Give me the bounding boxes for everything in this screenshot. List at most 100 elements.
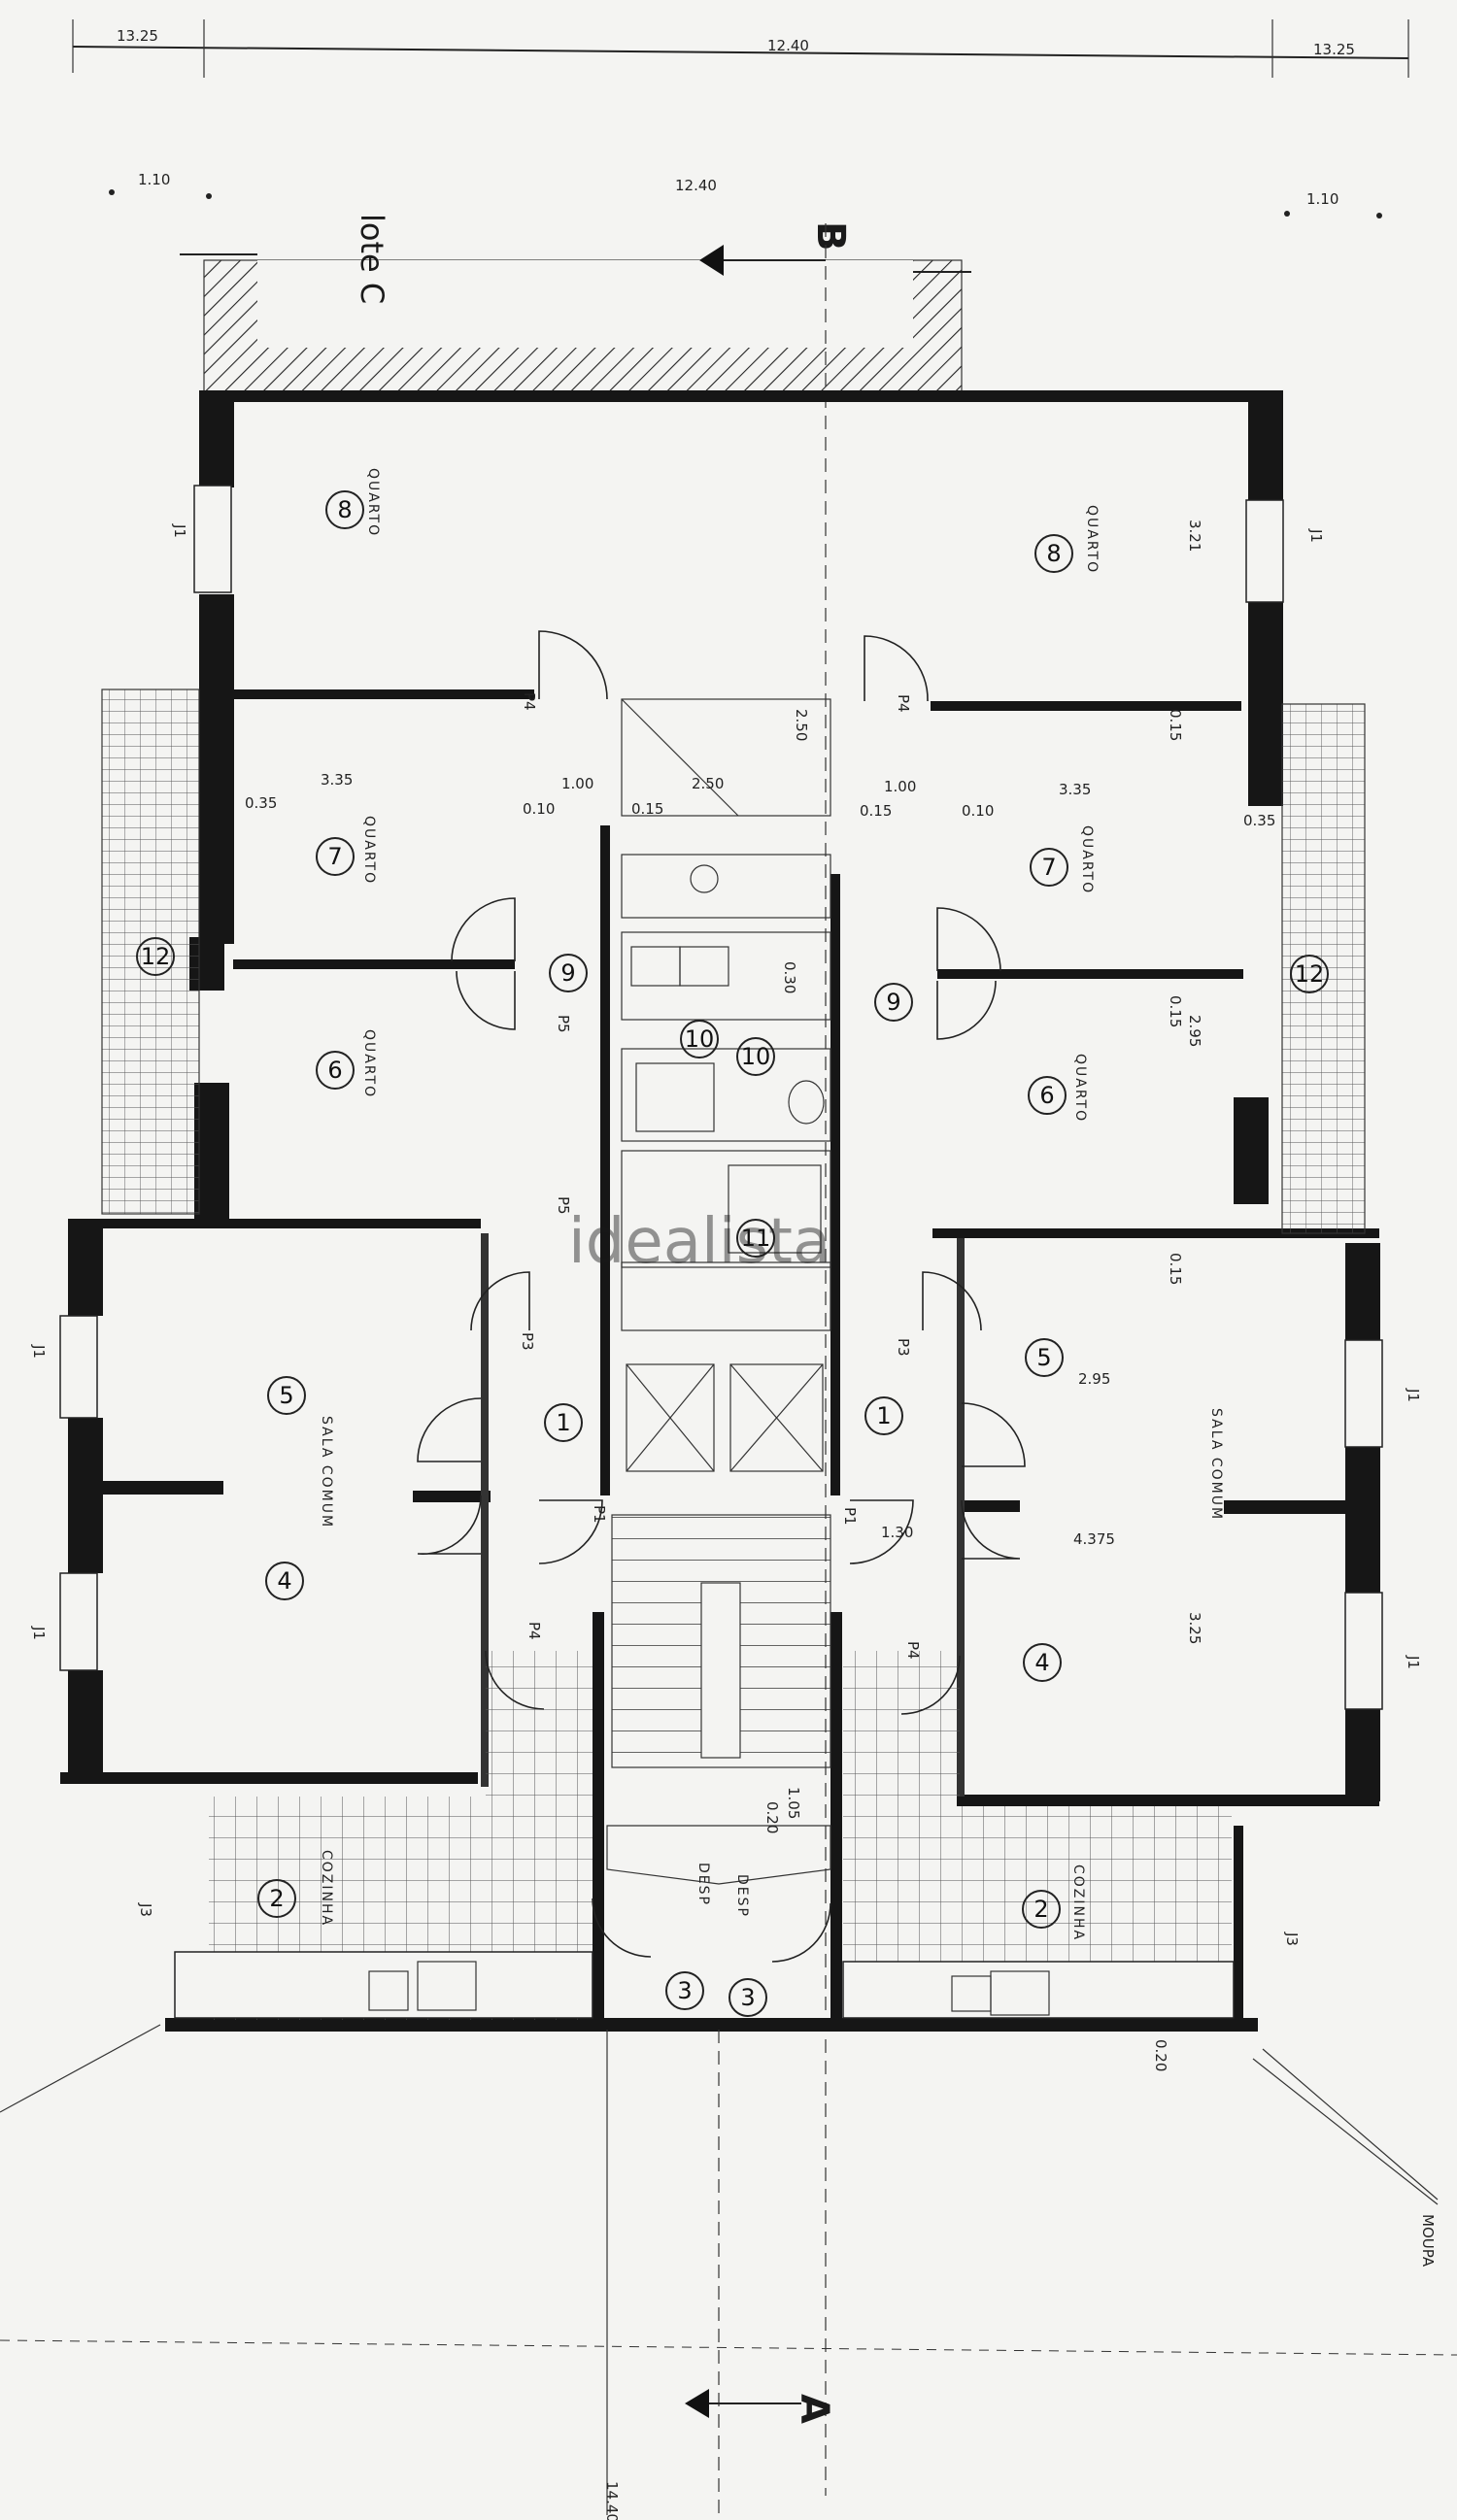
section-b-label: B [808,221,853,252]
room-marker-9-left: 9 [549,954,588,992]
room-marker-5-left: 5 [267,1376,306,1415]
svg-text:2: 2 [269,1885,284,1912]
room-marker-5-right: 5 [1025,1338,1064,1377]
room-marker-1-right: 1 [864,1396,903,1435]
svg-text:8: 8 [337,496,352,523]
svg-text:12: 12 [141,943,171,970]
svg-text:3.25: 3.25 [1186,1612,1203,1644]
label-sala-left: SALA COMUM [319,1416,334,1529]
svg-text:6: 6 [1039,1082,1054,1109]
section-marker-b: B [699,221,853,2496]
svg-text:J1: J1 [171,523,188,538]
svg-text:9: 9 [886,989,900,1016]
svg-text:0.15: 0.15 [860,802,892,820]
svg-text:P4: P4 [525,1622,543,1640]
room-marker-7-right: 7 [1030,848,1068,887]
svg-text:J1: J1 [30,1626,48,1640]
svg-text:5: 5 [1036,1344,1051,1371]
svg-text:0.30: 0.30 [781,961,798,993]
svg-text:P1: P1 [591,1505,608,1524]
interior-dimensions: 3.35 3.35 1.00 1.00 0.10 0.10 0.15 0.15 … [245,520,1275,2071]
section-a-label: A [792,2394,836,2424]
dim-second-mid: 12.40 [675,177,717,194]
svg-text:0.15: 0.15 [1167,709,1184,741]
opening-tags: P4 P4 P5 P5 P3 P3 P1 P1 P4 P4 J1 J1 J1 J… [30,523,1422,1946]
room-marker-12-right: 12 [1290,955,1329,993]
stairs [606,1514,831,1885]
room-marker-8-left: 8 [325,490,364,529]
label-cozinha-right: COZINHA [1070,1865,1086,1941]
svg-text:7: 7 [1041,854,1056,881]
svg-text:10: 10 [685,1025,715,1053]
label-desp-right: DESP [734,1874,750,1918]
svg-text:8: 8 [1046,540,1061,567]
svg-text:J3: J3 [1283,1932,1301,1946]
room-marker-3-left: 3 [665,1971,704,2010]
room-marker-4-right: 4 [1023,1643,1062,1682]
svg-text:3: 3 [677,1977,692,2004]
dim-top-mid: 12.40 [767,37,809,54]
room-marker-6-right: 6 [1028,1076,1067,1115]
section-marker-a: A 14.40 [603,2389,836,2520]
svg-text:4.375: 4.375 [1073,1530,1115,1548]
svg-text:12: 12 [1295,960,1325,988]
room-marker-12-left: 12 [136,937,175,976]
room-marker-11: 11 [736,1219,775,1258]
svg-text:0.15: 0.15 [631,800,663,818]
kitchen-right [842,1651,1235,2019]
svg-text:9: 9 [560,959,575,987]
svg-text:J3: J3 [137,1902,154,1917]
svg-text:6: 6 [327,1057,342,1084]
svg-text:3: 3 [740,1984,755,2011]
svg-text:J1: J1 [30,1344,48,1359]
interior-walls [97,689,1345,2020]
svg-text:0.10: 0.10 [523,800,555,818]
svg-text:P4: P4 [895,694,912,713]
kitchen-left [174,1651,593,2020]
room-marker-3-right: 3 [728,1978,767,2017]
svg-text:0.20: 0.20 [1152,2039,1169,2071]
service-core [621,698,831,1472]
room-marker-4-left: 4 [265,1562,304,1600]
label-quarto-6-right: QUARTO [1072,1054,1088,1123]
svg-text:0.10: 0.10 [962,802,994,820]
label-quarto-7-right: QUARTO [1079,825,1095,894]
side-tag: MOUPA [1419,2214,1437,2268]
svg-text:J1: J1 [1307,528,1325,543]
room-marker-8-right: 8 [1034,534,1073,573]
room-marker-10-left: 10 [680,1020,719,1058]
top-dimension-line: 13.25 12.40 13.25 1.10 12.40 1.10 [72,19,1409,218]
svg-text:P3: P3 [895,1338,912,1357]
room-name-labels: QUARTO QUARTO QUARTO QUARTO QUARTO QUART… [319,468,1224,1941]
svg-text:2.50: 2.50 [692,775,724,792]
window-jambs [59,485,1383,1710]
svg-text:7: 7 [327,843,342,870]
svg-text:0.15: 0.15 [1167,995,1184,1027]
label-sala-right: SALA COMUM [1208,1408,1224,1521]
label-desp-left: DESP [695,1863,711,1906]
svg-text:0.35: 0.35 [1243,812,1275,829]
label-quarto-7-left: QUARTO [361,816,377,885]
svg-text:P4: P4 [521,692,538,711]
svg-text:2.95: 2.95 [1078,1370,1110,1388]
svg-text:0.15: 0.15 [1167,1253,1184,1285]
label-quarto-8-right: QUARTO [1084,505,1100,574]
svg-text:0.20: 0.20 [763,1801,781,1833]
dim-bottom: 14.40 [603,2481,621,2520]
svg-text:10: 10 [741,1043,771,1070]
balcony-left [101,689,200,1215]
svg-text:P4: P4 [904,1641,922,1660]
svg-text:3.35: 3.35 [321,771,353,789]
room-number-markers: 8 8 7 7 9 9 12 12 6 6 10 10 11 5 5 1 1 4… [136,490,1329,2017]
label-quarto-8-left: QUARTO [365,468,381,537]
dim-second-left: 1.10 [138,171,170,188]
svg-text:J1: J1 [1405,1388,1422,1402]
svg-text:1.00: 1.00 [884,778,916,795]
svg-text:P5: P5 [555,1196,572,1215]
room-marker-2-right: 2 [1022,1890,1061,1929]
svg-text:P1: P1 [841,1507,859,1526]
dim-second-right: 1.10 [1306,190,1338,208]
svg-text:4: 4 [1034,1649,1049,1676]
svg-text:1.00: 1.00 [561,775,593,792]
